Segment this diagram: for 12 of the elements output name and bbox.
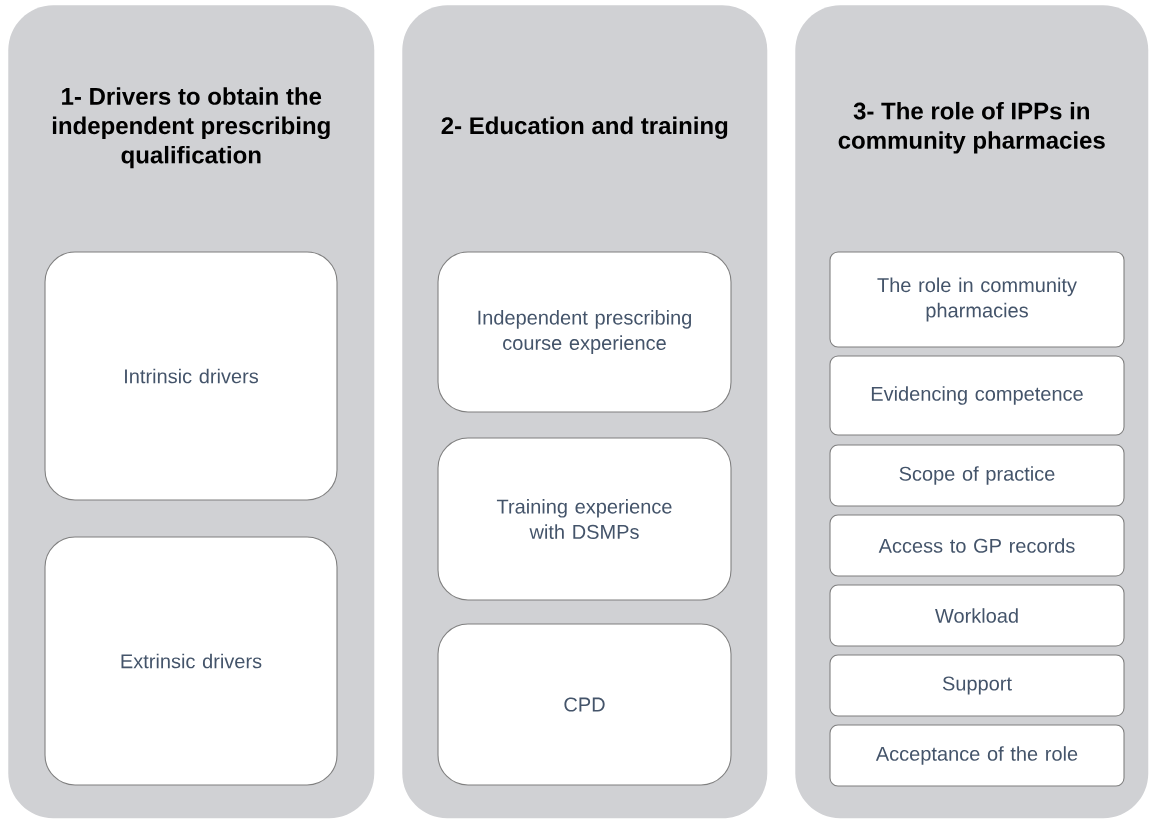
topic-box: Scope of practice: [829, 444, 1125, 507]
topic-box: The role in community pharmacies: [829, 251, 1125, 348]
topic-box: Access to GP records: [829, 514, 1125, 577]
topic-box: Workload: [829, 584, 1125, 647]
topic-box: Evidencing competence: [829, 355, 1125, 436]
topic-box: Training experience with DSMPs: [437, 437, 732, 601]
topic-box: Support: [829, 654, 1125, 717]
topic-box: Independent prescribing course experience: [437, 251, 732, 413]
topic-box: Extrinsic drivers: [44, 536, 338, 786]
topic-box: CPD: [437, 623, 732, 786]
topic-box: Intrinsic drivers: [44, 251, 338, 501]
topic-box: Acceptance of the role: [829, 724, 1125, 787]
